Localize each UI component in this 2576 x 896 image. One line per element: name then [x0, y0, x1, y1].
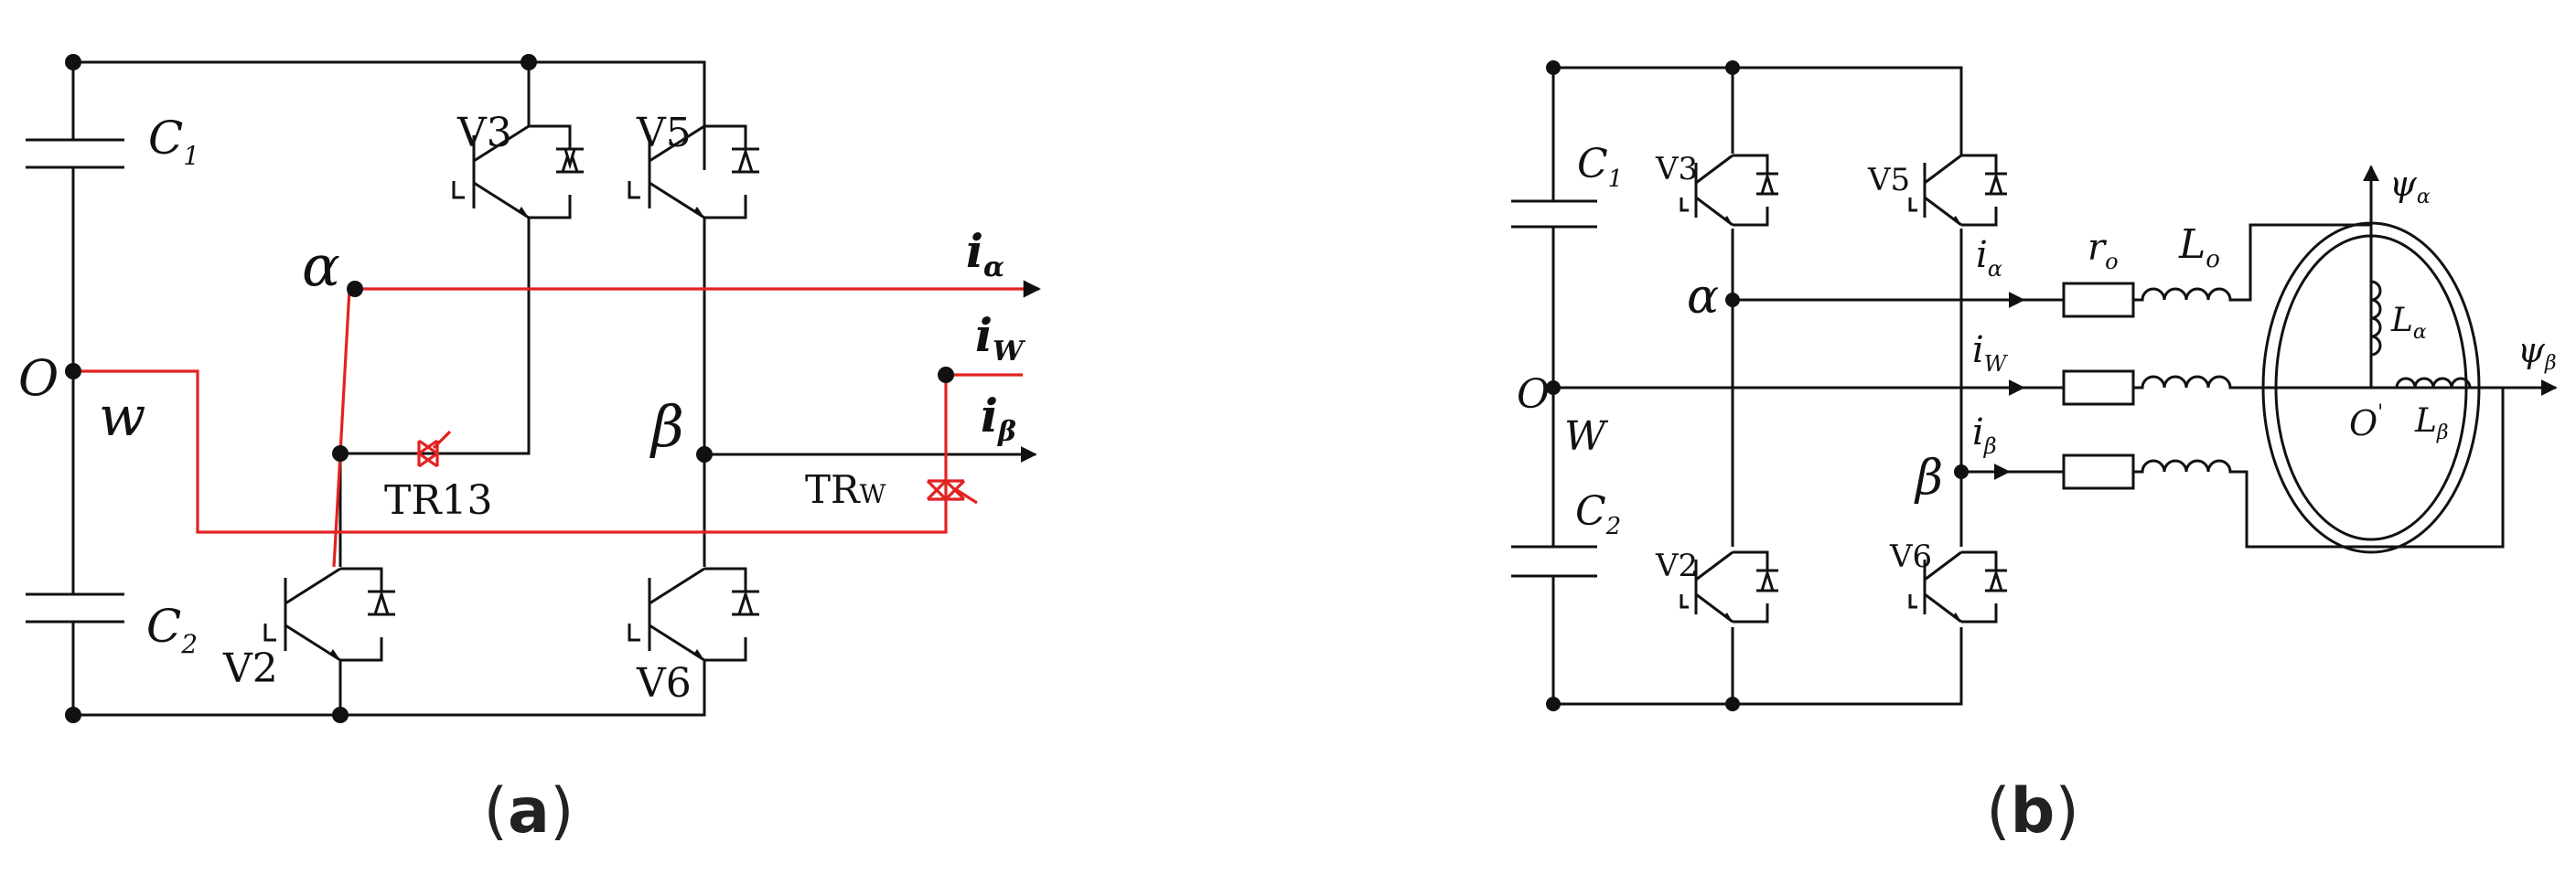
- label-v2-a: V2: [222, 645, 278, 692]
- label-i-beta-b: iβ: [1972, 411, 1997, 459]
- nodes-a: [65, 54, 954, 723]
- label-trw: TRW: [805, 467, 886, 512]
- caption-a: (a): [484, 775, 574, 848]
- label-c1-b: C1: [1577, 141, 1623, 193]
- igbt-v3-b: [1680, 154, 1778, 227]
- inductors-b: [2133, 287, 2239, 474]
- label-w-a: w: [99, 385, 145, 449]
- label-psi-alpha: ψα: [2389, 164, 2431, 208]
- w-path-red: [73, 369, 1023, 534]
- leg-v3-a: [338, 62, 531, 715]
- label-v5-b: V5: [1867, 162, 1910, 198]
- igbt-v6-b: [1908, 550, 2007, 624]
- panel-b: C1 C2 V3 V5 V2 V6 O W α β iα iW iβ ro Lo…: [1511, 60, 2558, 848]
- top-rail-b: [1553, 66, 1963, 155]
- top-rail-a: [73, 60, 706, 170]
- label-lo: Lo: [2178, 221, 2220, 273]
- capacitor-c2-a: [26, 592, 124, 624]
- label-i-w-a: iW: [975, 308, 1026, 368]
- triac-trw: [926, 478, 978, 505]
- label-o-prime: O': [2349, 401, 2383, 443]
- label-beta-b: β: [1914, 451, 1943, 506]
- triac-tr13: [416, 430, 452, 468]
- igbt-v3-a: [452, 124, 584, 219]
- label-l-alpha: Lα: [2390, 302, 2427, 344]
- label-v3-a: V3: [456, 110, 512, 156]
- bottom-rail-a: [73, 675, 706, 717]
- label-o-b: O: [1517, 371, 1550, 418]
- label-alpha-b: α: [1687, 270, 1719, 325]
- label-i-alpha-a: iα: [966, 224, 1004, 283]
- label-v5-a: V5: [636, 110, 692, 156]
- label-c2-a: C2: [146, 600, 198, 659]
- label-i-beta-a: iβ: [981, 389, 1016, 448]
- igbt-v5-b: [1908, 154, 2007, 227]
- label-ro: ro: [2088, 227, 2119, 274]
- label-i-w-b: iW: [1972, 329, 2009, 377]
- bottom-rail-b: [1553, 651, 1963, 706]
- nodes-b: [1546, 60, 1969, 711]
- label-i-alpha-b: iα: [1976, 234, 2002, 282]
- label-tr13: TR13: [384, 477, 492, 524]
- label-w-b: W: [1564, 413, 1609, 460]
- igbt-v2-a: [263, 567, 395, 662]
- label-psi-beta: ψβ: [2517, 330, 2557, 375]
- label-c2-b: C2: [1575, 488, 1621, 540]
- label-v3-b: V3: [1655, 151, 1698, 187]
- capacitor-c2-b: [1511, 545, 1597, 578]
- capacitor-c1-b: [1511, 199, 1597, 229]
- label-beta-a: β: [649, 393, 684, 460]
- caption-b: (b): [1986, 775, 2079, 848]
- panel-a: C1 C2 V3 V5 V2 V6 O w α β iα iW iβ TR13 …: [18, 54, 1041, 848]
- resistors-b: [2062, 282, 2135, 490]
- igbt-v5-a: [628, 124, 759, 219]
- label-alpha-a: α: [302, 232, 340, 299]
- label-o-a: O: [18, 349, 59, 407]
- igbt-v2-b: [1680, 550, 1778, 624]
- label-l-beta: Lβ: [2414, 402, 2449, 444]
- label-v6-a: V6: [636, 660, 692, 707]
- label-c1-a: C1: [148, 112, 199, 171]
- igbt-v6-a: [628, 567, 759, 662]
- capacitor-c1-a: [26, 138, 124, 169]
- label-v6-b: V6: [1889, 539, 1932, 575]
- label-v2-b: V2: [1655, 548, 1698, 584]
